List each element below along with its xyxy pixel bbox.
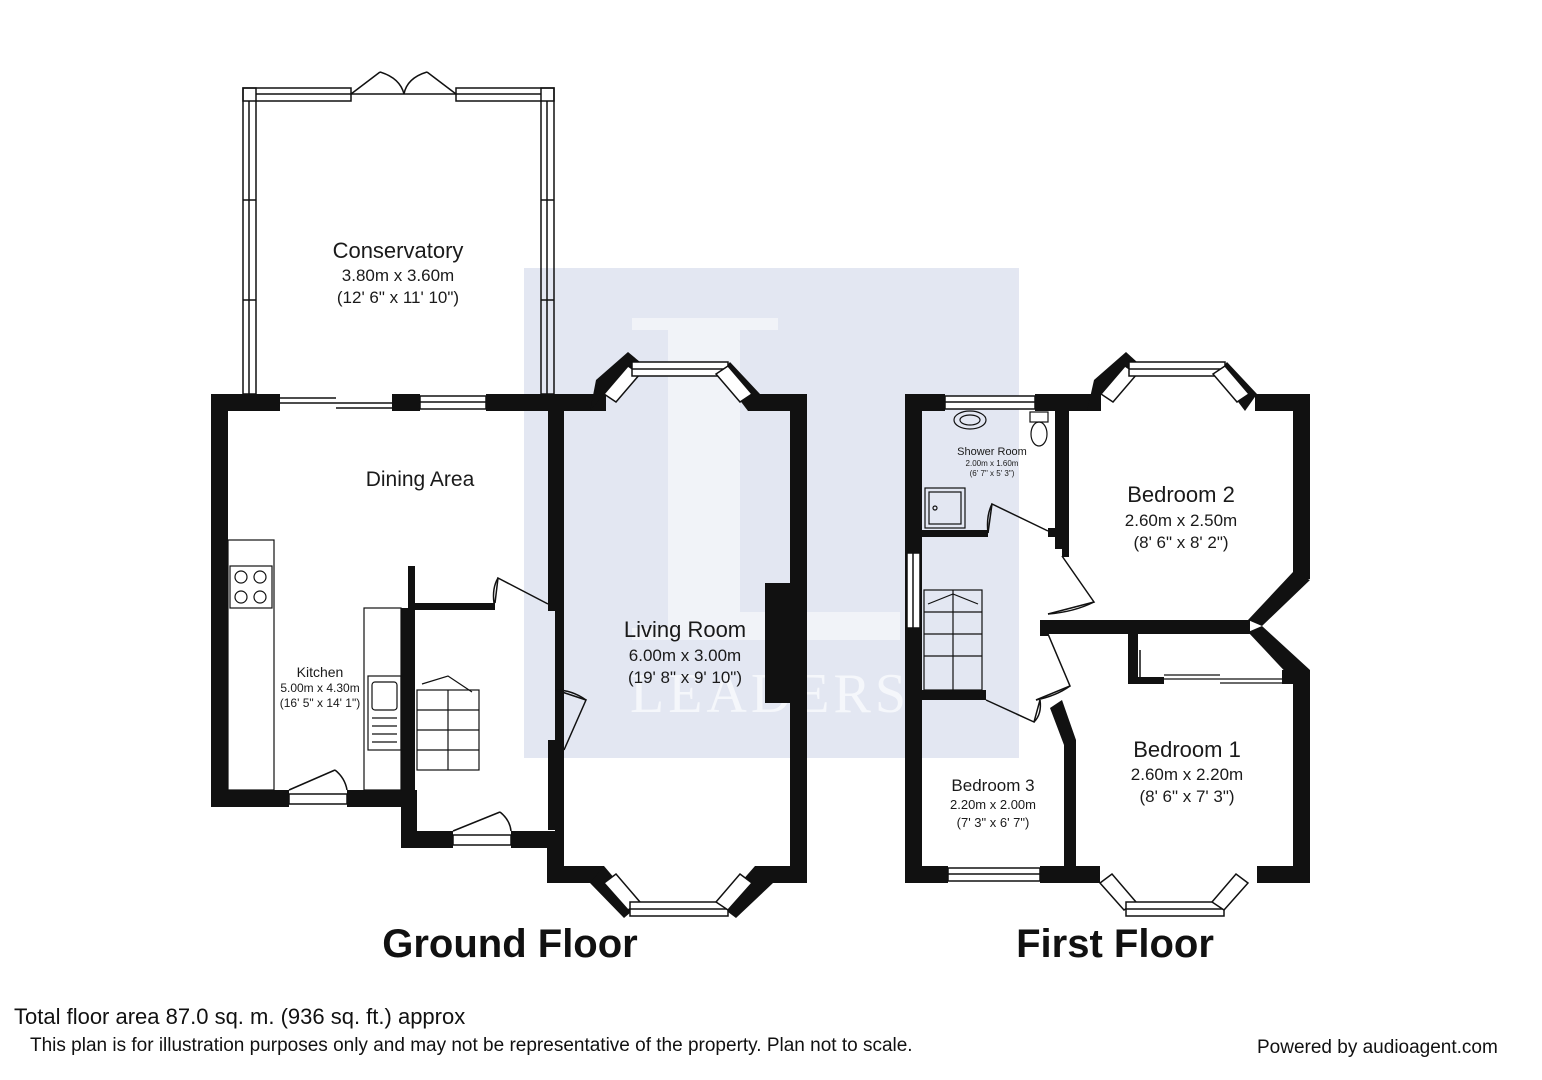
ground-doors: [288, 576, 588, 846]
living-imperial: (19' 8" x 9' 10"): [628, 668, 742, 687]
conservatory-name: Conservatory: [333, 238, 464, 263]
bedroom2-imperial: (8' 6" x 8' 2"): [1133, 533, 1228, 552]
first-fixtures: [923, 410, 1282, 691]
living-metric: 6.00m x 3.00m: [629, 646, 741, 665]
ground-floor-title: Ground Floor: [382, 922, 638, 966]
conservatory-doors: [350, 71, 457, 95]
bedroom3-name: Bedroom 3: [951, 776, 1034, 795]
conservatory-walls: [242, 87, 555, 395]
first-doors: [985, 502, 1141, 724]
first-floor-title: First Floor: [1016, 922, 1214, 966]
conservatory-metric: 3.80m x 3.60m: [342, 266, 454, 285]
bedroom3-metric: 2.20m x 2.00m: [950, 797, 1036, 812]
living-name: Living Room: [624, 617, 746, 642]
dining-name: Dining Area: [366, 468, 475, 491]
first-windows: [906, 361, 1251, 917]
kitchen-name: Kitchen: [297, 664, 344, 680]
total-floor-area: Total floor area 87.0 sq. m. (936 sq. ft…: [14, 1004, 466, 1029]
shower-name: Shower Room: [957, 446, 1027, 458]
bedroom1-imperial: (8' 6" x 7' 3"): [1139, 787, 1234, 806]
first-floor-plan: Shower Room 2.00m x 1.60m (6' 7" x 5' 3"…: [905, 352, 1310, 917]
bedroom2-name: Bedroom 2: [1127, 482, 1235, 507]
kitchen-metric: 5.00m x 4.30m: [280, 681, 359, 695]
conservatory-imperial: (12' 6" x 11' 10"): [337, 288, 459, 307]
bedroom3-imperial: (7' 3" x 6' 7"): [957, 815, 1030, 830]
bedroom2-metric: 2.60m x 2.50m: [1125, 511, 1237, 530]
kitchen-imperial: (16' 5" x 14' 1"): [280, 696, 360, 710]
shower-metric: 2.00m x 1.60m: [966, 459, 1019, 468]
shower-imperial: (6' 7" x 5' 3"): [970, 469, 1015, 478]
bedroom1-metric: 2.60m x 2.20m: [1131, 765, 1243, 784]
ground-floor-plan: Conservatory 3.80m x 3.60m (12' 6" x 11'…: [211, 71, 807, 918]
ground-stairs: [416, 675, 480, 771]
living-bay-windows: [602, 361, 754, 917]
powered-by-credit: Powered by audioagent.com: [1257, 1037, 1498, 1058]
dining-windows: [280, 395, 487, 410]
kitchen-units: [227, 539, 402, 791]
bedroom1-name: Bedroom 1: [1133, 737, 1241, 762]
disclaimer: This plan is for illustration purposes o…: [30, 1035, 913, 1056]
